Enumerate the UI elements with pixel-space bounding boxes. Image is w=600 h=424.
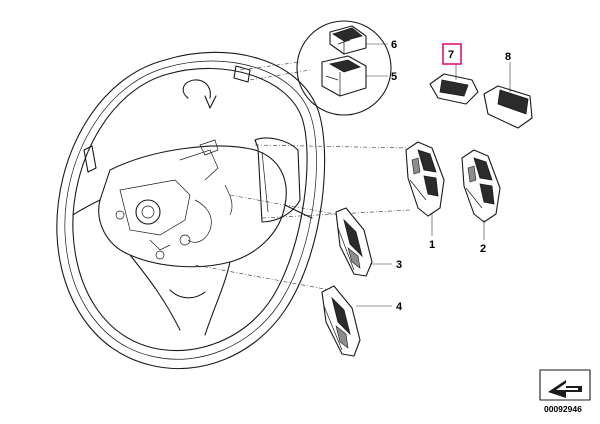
callout-7: 7	[448, 49, 454, 61]
part-7-switch	[429, 64, 479, 105]
multifunction-switch-icon	[405, 141, 445, 236]
part-3-switch	[335, 207, 392, 277]
part-2-switch	[461, 149, 501, 240]
callout-2: 2	[480, 243, 486, 255]
callout-3: 3	[396, 259, 402, 271]
detail-inset	[296, 20, 392, 116]
leader-wheel-to-part-4	[194, 264, 331, 291]
drawing-number: 00092946	[544, 404, 582, 414]
callout-7-highlight	[442, 43, 462, 65]
callout-6: 6	[391, 39, 397, 51]
page-corner-arrow-icon	[539, 369, 591, 401]
leader-wheel-to-part-1	[254, 144, 409, 149]
callout-8: 8	[505, 51, 511, 63]
part-8-switch	[483, 62, 533, 129]
steering-wheel-icon	[56, 51, 326, 370]
part-4-switch	[321, 285, 392, 357]
callout-4: 4	[396, 301, 403, 313]
leader-wheel-to-inset	[239, 61, 301, 71]
callout-5: 5	[391, 71, 397, 83]
leader-wheel-to-part-3	[229, 194, 341, 216]
leader-wheel-to-inset-b	[249, 69, 311, 81]
callout-1: 1	[429, 239, 435, 251]
